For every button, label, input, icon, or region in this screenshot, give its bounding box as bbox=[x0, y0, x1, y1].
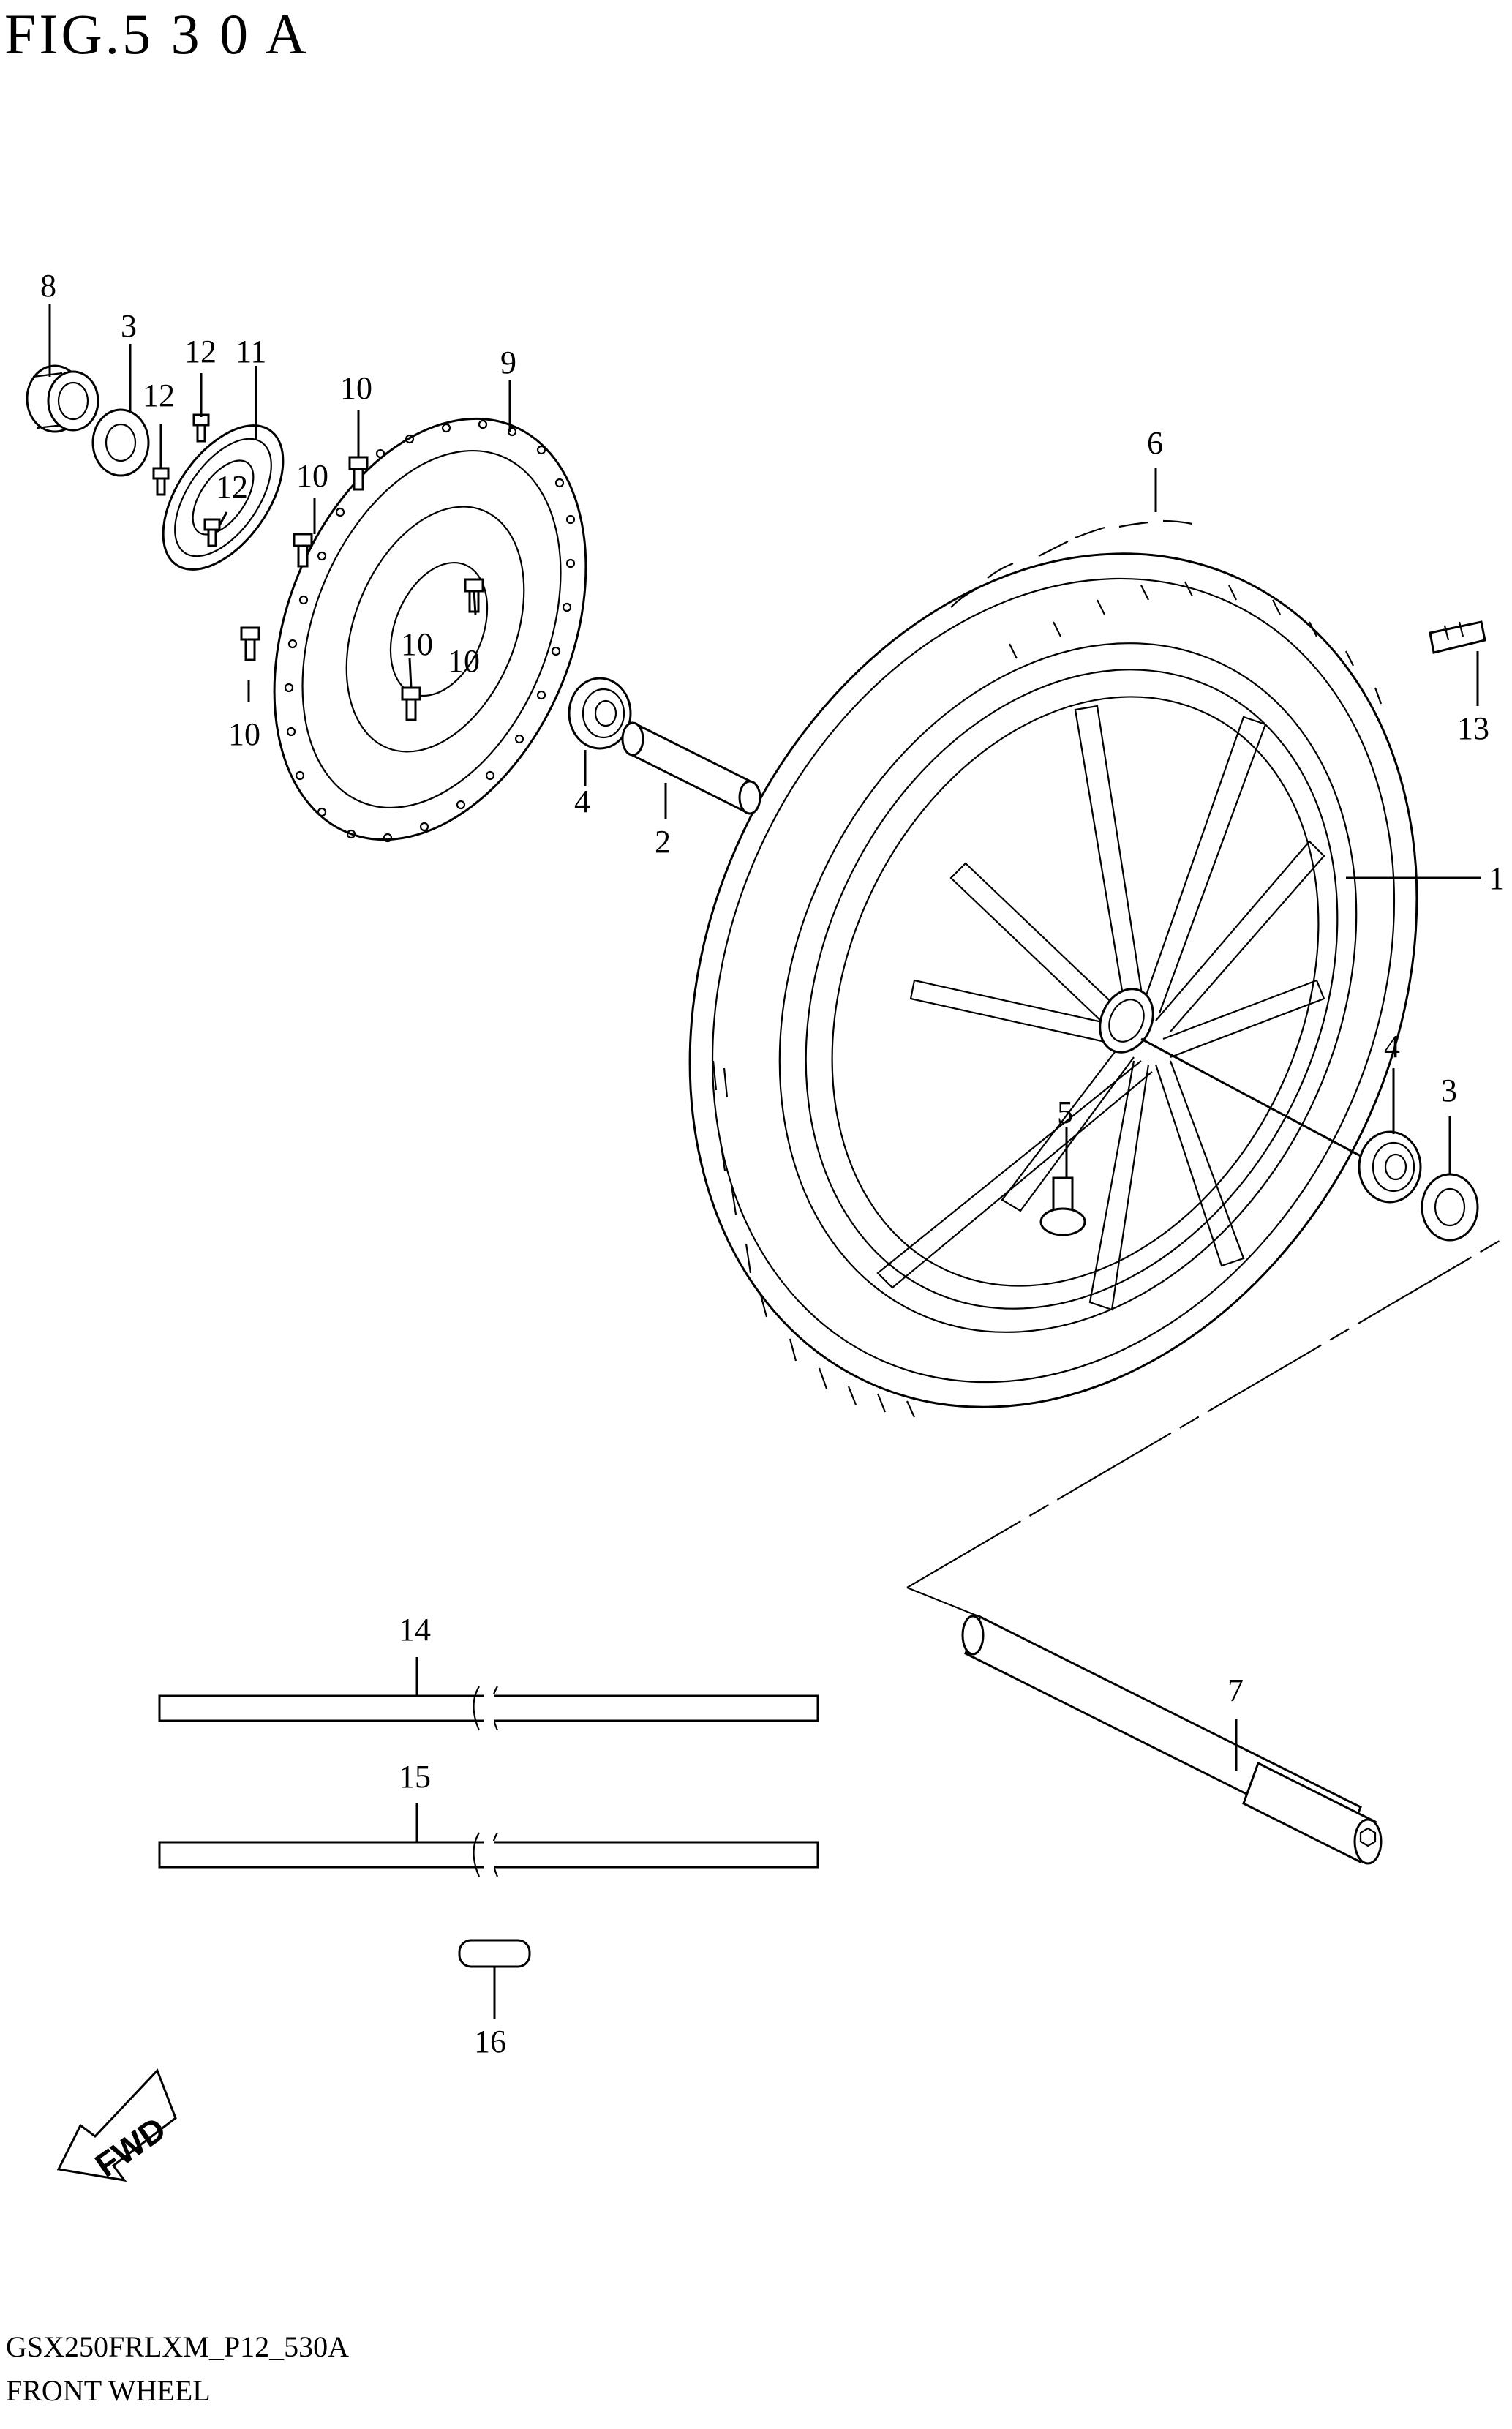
callout-3-right: 3 bbox=[1441, 1073, 1457, 1108]
callout-12-top: 12 bbox=[184, 334, 217, 369]
callout-5: 5 bbox=[1057, 1095, 1073, 1130]
spacer-tube[interactable] bbox=[621, 721, 761, 815]
sensor-rotor[interactable] bbox=[139, 405, 307, 591]
callout-10-inner-right: 10 bbox=[448, 643, 480, 679]
callout-2: 2 bbox=[655, 824, 671, 860]
callout-16: 16 bbox=[474, 2024, 506, 2060]
section-name: FRONT WHEEL bbox=[6, 2374, 211, 2407]
brake-disc[interactable] bbox=[216, 372, 644, 886]
spacer-left[interactable] bbox=[91, 408, 150, 477]
callout-3-left: 3 bbox=[121, 308, 137, 344]
axle-alignment-guide bbox=[906, 1236, 1508, 1618]
bearing-left[interactable] bbox=[568, 677, 632, 750]
callout-4-left: 4 bbox=[574, 784, 590, 819]
front-wheel-assembly[interactable] bbox=[554, 434, 1512, 1527]
figure-title: FIG.5 3 0 A bbox=[4, 2, 309, 66]
callout-7: 7 bbox=[1227, 1672, 1244, 1708]
callout-11: 11 bbox=[236, 334, 266, 369]
callout-13: 13 bbox=[1457, 710, 1489, 746]
bearing-right[interactable] bbox=[1358, 1130, 1422, 1204]
callout-12-ring: 12 bbox=[216, 469, 248, 505]
callout-labels: 8 3 12 11 12 12 10 9 10 10 10 10 6 13 4 … bbox=[40, 268, 1505, 2060]
leader-lines bbox=[48, 304, 1481, 2019]
balancer-weight[interactable] bbox=[1429, 620, 1486, 654]
label-tag[interactable] bbox=[458, 1939, 531, 1968]
callout-10-mid: 10 bbox=[296, 458, 328, 494]
model-code: GSX250FRLXM_P12_530A bbox=[6, 2330, 349, 2363]
callout-10-inner-left: 10 bbox=[401, 626, 433, 662]
callout-6: 6 bbox=[1147, 425, 1163, 461]
callout-9: 9 bbox=[500, 345, 516, 380]
front-axle[interactable] bbox=[961, 1615, 1383, 1865]
callout-8: 8 bbox=[40, 268, 56, 304]
dust-seal[interactable] bbox=[26, 364, 99, 433]
callout-10-top: 10 bbox=[340, 370, 372, 406]
spacer-right[interactable] bbox=[1421, 1173, 1479, 1242]
rim-strip-15[interactable] bbox=[158, 1832, 819, 1877]
tire-valve[interactable] bbox=[1039, 1176, 1086, 1236]
forward-direction-arrow: FWD bbox=[56, 2068, 177, 2185]
callout-15: 15 bbox=[399, 1759, 431, 1795]
callout-10-bottom: 10 bbox=[228, 716, 260, 752]
callout-14: 14 bbox=[399, 1612, 431, 1648]
rim-strip-14[interactable] bbox=[158, 1686, 819, 1731]
callout-12-left: 12 bbox=[143, 378, 175, 413]
callout-1: 1 bbox=[1489, 860, 1505, 896]
callout-4-right: 4 bbox=[1384, 1029, 1400, 1065]
